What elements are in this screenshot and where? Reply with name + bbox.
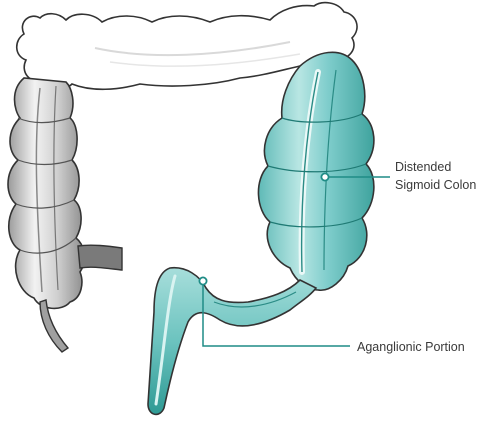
ascending-colon [7, 77, 86, 310]
appendix [39, 299, 70, 353]
aganglionic-portion [147, 266, 318, 416]
aganglionic-callout-leader [198, 276, 350, 347]
terminal-ileum [77, 244, 123, 271]
sigmoid-callout-dot-icon [320, 172, 330, 182]
sigmoid-label-line2: Sigmoid Colon [395, 178, 477, 192]
aganglionic-label: Aganglionic Portion [357, 340, 465, 354]
sigmoid-label: Distended Sigmoid Colon [395, 158, 476, 194]
sigmoid-label-line1: Distended [395, 160, 452, 174]
distended-sigmoid-colon [257, 51, 375, 291]
aganglionic-callout-dot-icon [198, 276, 208, 286]
sigmoid-callout-leader [320, 172, 390, 182]
